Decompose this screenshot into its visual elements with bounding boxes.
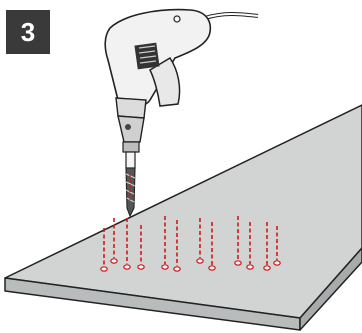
drill-hole [110, 258, 118, 264]
drill-hole [123, 264, 131, 270]
drill-collar [115, 97, 147, 119]
board-side-edge [299, 247, 362, 331]
drill-hole [208, 265, 216, 271]
drill-hole [234, 260, 242, 266]
drill-hole [196, 258, 204, 264]
board [4, 104, 362, 331]
drill-hole [173, 266, 181, 272]
drill-hole [263, 265, 271, 271]
drill-hole [273, 260, 281, 266]
drill-trigger [173, 15, 181, 23]
drill-chuck [117, 115, 145, 143]
step-number-badge: 3 [6, 10, 50, 54]
drill-hole [137, 264, 145, 270]
drill-hole [100, 266, 108, 272]
drill-bit-shank [125, 151, 136, 169]
drill-hole [161, 264, 169, 270]
drill-handle [149, 56, 181, 107]
step-number: 3 [20, 16, 36, 47]
drill-hole [246, 264, 254, 270]
drill-hole-marks [100, 216, 281, 272]
drill-icon [104, 8, 259, 218]
